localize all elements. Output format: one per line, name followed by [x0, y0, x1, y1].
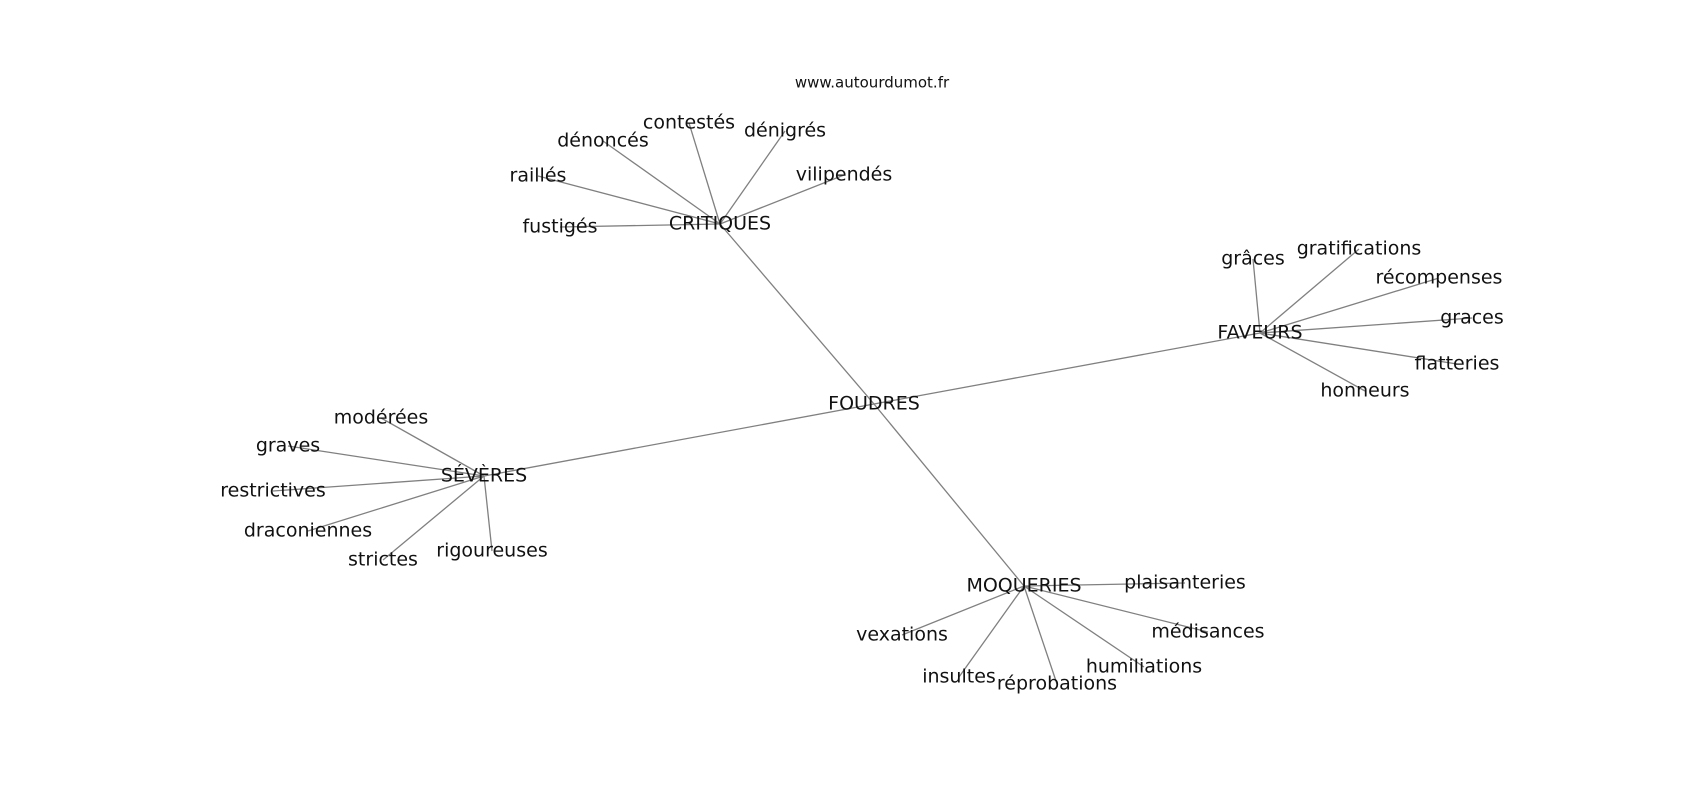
word-node-label: rigoureuses	[436, 540, 547, 562]
word-node-label: gratifications	[1297, 238, 1422, 260]
hub-node-label: CRITIQUES	[669, 213, 771, 235]
edge-hub-to-word	[1259, 317, 1473, 334]
edge-hub-to-word	[1259, 332, 1366, 392]
edge-center-to-hub	[719, 223, 875, 405]
word-node-label: flatteries	[1415, 353, 1500, 375]
edge-center-to-hub	[873, 332, 1261, 405]
edge-hub-to-word	[1023, 585, 1058, 685]
edge-hub-to-word	[272, 475, 485, 492]
edge-hub-to-word	[483, 475, 493, 552]
word-node-label: contestés	[643, 112, 735, 134]
word-node-label: médisances	[1151, 621, 1264, 643]
word-node-label: récompenses	[1376, 267, 1503, 289]
edge-hub-to-word	[602, 140, 721, 225]
word-node-label: fustigés	[522, 216, 597, 238]
edge-hub-to-word	[1023, 585, 1209, 633]
hub-node-label: FAVEURS	[1217, 322, 1302, 344]
hub-node-label: MOQUERIES	[966, 575, 1081, 597]
edge-hub-to-word	[901, 585, 1025, 636]
word-node-label: strictes	[348, 549, 418, 571]
edge-hub-to-word	[382, 475, 485, 561]
word-node-label: vexations	[856, 624, 948, 646]
hub-node-label: SÉVÈRES	[441, 464, 527, 487]
edge-hub-to-word	[1023, 582, 1186, 587]
word-node-label: insultes	[922, 666, 996, 688]
edge-hub-to-word	[287, 445, 485, 477]
edge-center-to-hub	[873, 403, 1025, 587]
edge-hub-to-word	[1259, 332, 1458, 365]
watermark-text: www.autourdumot.fr	[795, 74, 950, 92]
word-node-label: raillés	[510, 165, 567, 187]
word-node-label: restrictives	[220, 480, 326, 502]
edge-hub-to-word	[688, 122, 721, 225]
edge-hub-to-word	[719, 174, 845, 225]
graph-edges	[272, 122, 1473, 685]
edge-hub-to-word	[1252, 258, 1261, 334]
word-node-label: modérées	[334, 407, 429, 429]
word-node-label: draconiennes	[244, 520, 372, 542]
word-node-label: humiliations	[1086, 656, 1202, 678]
word-node-label: honneurs	[1320, 380, 1409, 402]
word-node-label: plaisanteries	[1124, 572, 1246, 594]
word-node-label: dénigrés	[744, 120, 826, 142]
word-node-label: graces	[1440, 307, 1504, 329]
edge-hub-to-word	[1259, 277, 1440, 334]
edge-hub-to-word	[1259, 248, 1360, 334]
edge-hub-to-word	[559, 223, 721, 228]
word-node-label: réprobations	[997, 673, 1117, 695]
edge-hub-to-word	[537, 175, 721, 225]
edge-hub-to-word	[307, 475, 485, 532]
word-node-label: graves	[256, 435, 320, 457]
word-node-label: grâces	[1221, 248, 1285, 270]
center-node-label: FOUDRES	[828, 393, 920, 415]
edge-hub-to-word	[380, 417, 485, 477]
edge-hub-to-word	[958, 585, 1025, 678]
edge-center-to-hub	[483, 403, 875, 477]
word-node-label: dénoncés	[557, 130, 649, 152]
word-node-label: vilipendés	[796, 164, 893, 186]
edge-hub-to-word	[1023, 585, 1145, 668]
edge-hub-to-word	[719, 130, 786, 225]
